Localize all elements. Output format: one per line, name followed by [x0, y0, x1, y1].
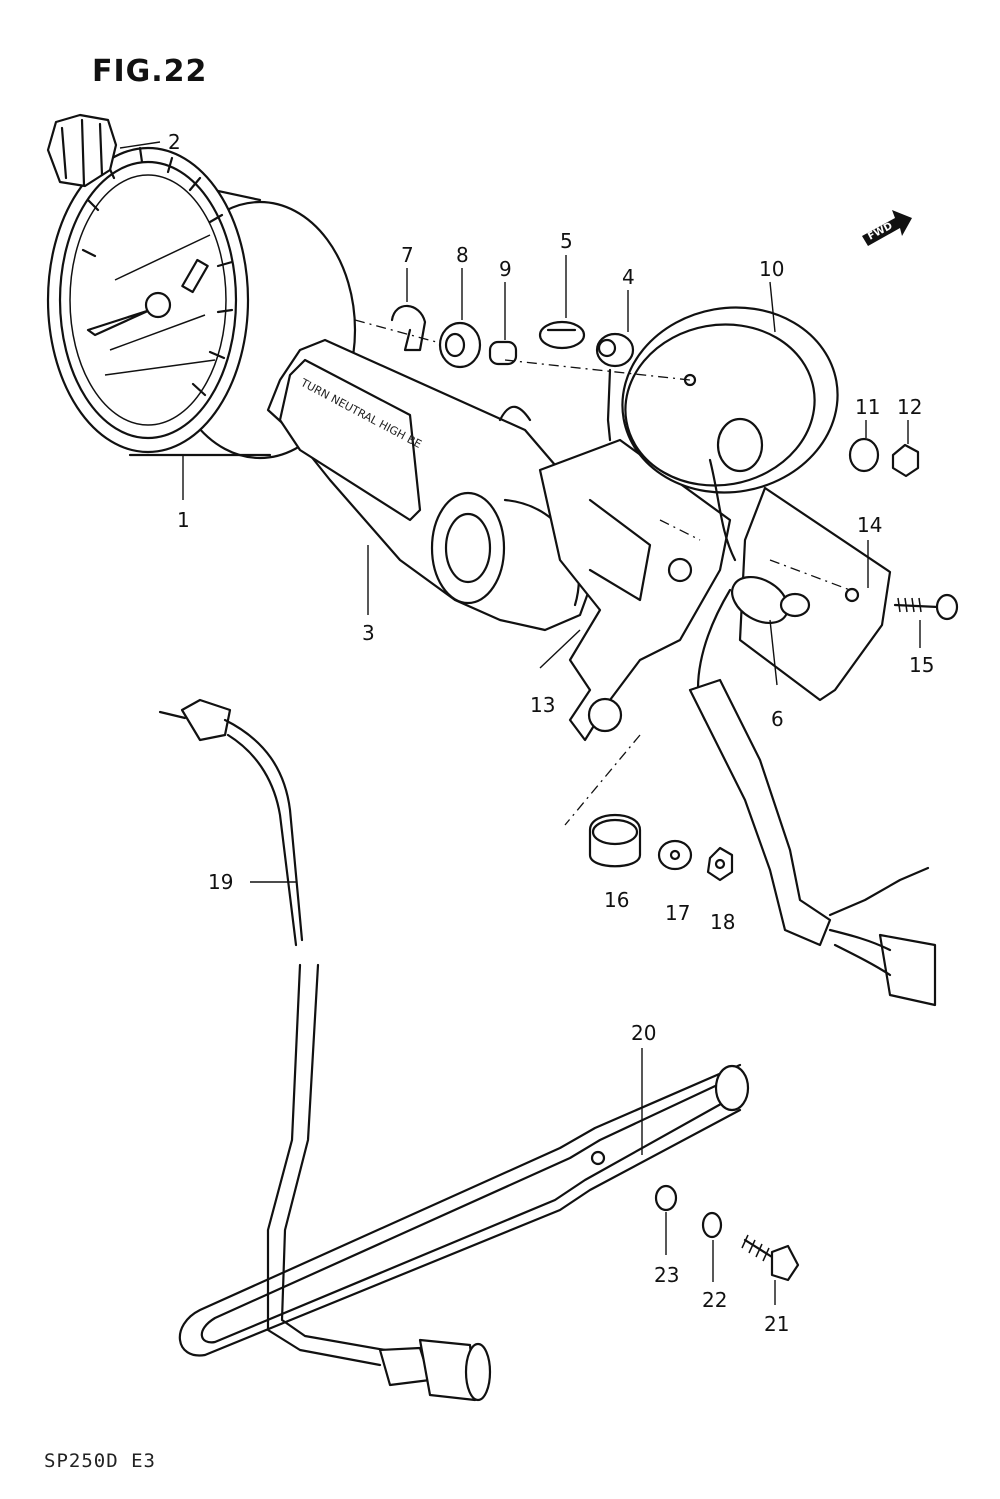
- callout-17: 17: [665, 901, 690, 925]
- bolt-21-drawing: [741, 1234, 800, 1282]
- callout-20: 20: [631, 1021, 656, 1045]
- washer-11-drawing: [848, 437, 880, 473]
- model-code: SP250D E3: [44, 1450, 156, 1472]
- washer-23-drawing: [654, 1184, 678, 1212]
- speedometer-drawing: [46, 113, 357, 460]
- cushion-16-drawing: [588, 813, 642, 868]
- callout-22: 22: [702, 1288, 727, 1312]
- callout-23: 23: [654, 1263, 679, 1287]
- spacer-drawing: [488, 340, 518, 366]
- grommet-drawing: [438, 321, 482, 369]
- cover-plate-drawing: [738, 486, 892, 702]
- bulb-socket-drawing: [595, 332, 635, 442]
- callout-21: 21: [764, 1312, 789, 1336]
- callout-6: 6: [771, 707, 784, 731]
- callout-4: 4: [622, 265, 635, 289]
- bulb-drawing: [538, 320, 586, 350]
- nut-18-drawing: [706, 846, 734, 882]
- callout-13: 13: [530, 693, 555, 717]
- callout-11: 11: [855, 395, 880, 419]
- callout-15: 15: [909, 653, 934, 677]
- screw-15-drawing: [893, 593, 959, 621]
- cable-nut-drawing: [46, 113, 118, 188]
- callout-7: 7: [401, 243, 414, 267]
- callout-2: 2: [168, 130, 181, 154]
- callout-8: 8: [456, 243, 469, 267]
- callout-10: 10: [759, 257, 784, 281]
- socket-wiring-drawing: [688, 458, 937, 1007]
- cable-guide-drawing: [178, 1063, 750, 1357]
- leader-lines: [119, 141, 921, 1305]
- indicator-housing-drawing: TURN NEUTRAL HIGH BE: [266, 338, 602, 632]
- callout-1: 1: [177, 508, 190, 532]
- callout-16: 16: [604, 888, 629, 912]
- callout-3: 3: [362, 621, 375, 645]
- callout-14: 14: [857, 513, 882, 537]
- assembly-lines: [354, 319, 851, 826]
- case-cover-drawing: [621, 306, 839, 494]
- lock-washer-22-drawing: [701, 1211, 723, 1239]
- fwd-label: FWD: [866, 221, 894, 243]
- speedometer-cable-drawing: [158, 698, 492, 1402]
- callout-18: 18: [710, 910, 735, 934]
- callout-9: 9: [499, 257, 512, 281]
- callout-numbers: 2 1 3 7 8 9 5 4 10 11 12 14 15 13 6 16 1…: [168, 130, 934, 1336]
- callout-5: 5: [560, 229, 573, 253]
- callout-12: 12: [897, 395, 922, 419]
- figure-title: FIG.22: [92, 54, 208, 89]
- callout-19: 19: [208, 870, 233, 894]
- fwd-arrow-icon: FWD: [862, 210, 912, 246]
- clip-drawing: [390, 304, 427, 352]
- bracket-drawing: [498, 405, 732, 742]
- washer-17-drawing: [657, 839, 693, 871]
- nut-12-drawing: [891, 443, 920, 478]
